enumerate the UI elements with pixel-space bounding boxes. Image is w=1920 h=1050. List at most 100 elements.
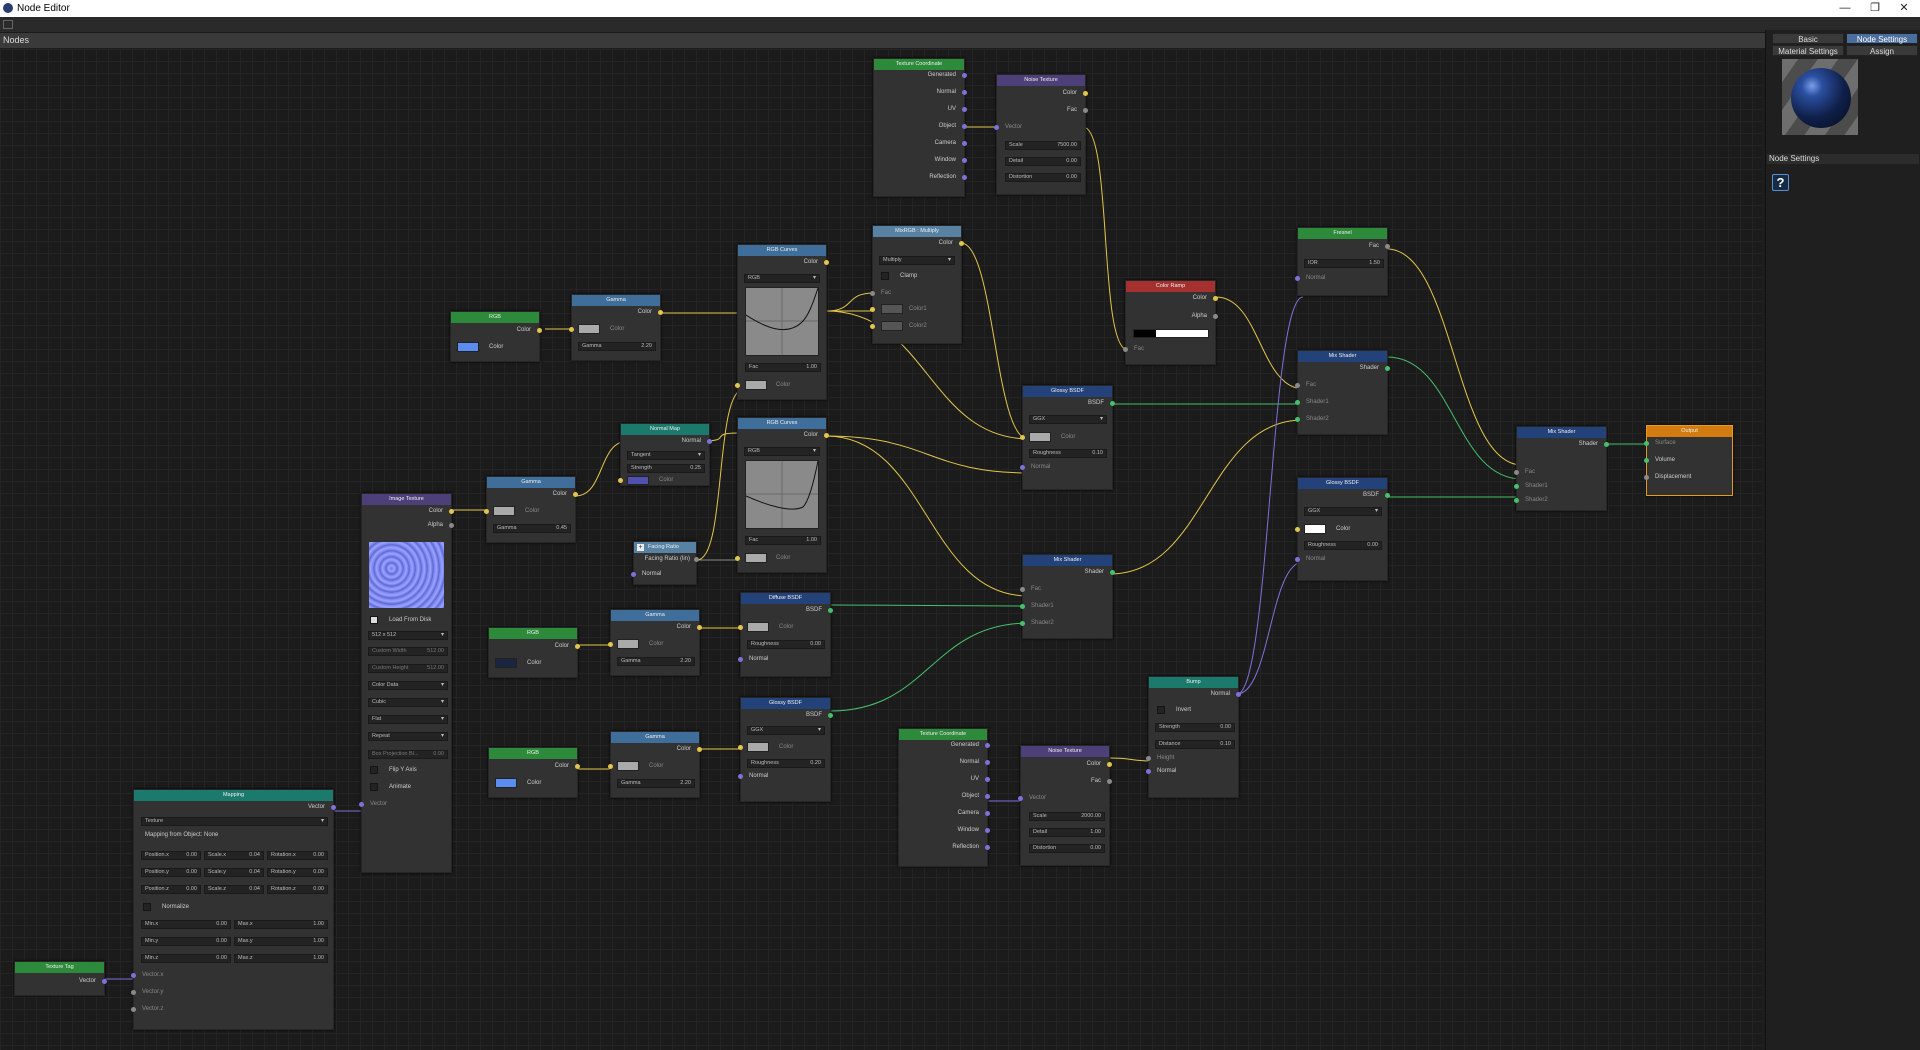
output-socket[interactable]	[962, 158, 967, 163]
input-socket[interactable]	[1514, 470, 1519, 475]
output-socket[interactable]	[985, 828, 990, 833]
output-socket[interactable]	[1236, 692, 1241, 697]
color-swatch[interactable]	[627, 476, 649, 485]
output-socket[interactable]	[1385, 366, 1390, 371]
output-socket[interactable]	[828, 713, 833, 718]
input-socket[interactable]	[359, 802, 364, 807]
output-socket[interactable]	[962, 124, 967, 129]
input-socket[interactable]	[608, 642, 613, 647]
input-socket[interactable]	[994, 125, 999, 130]
close-button[interactable]: ✕	[1899, 2, 1909, 14]
output-socket[interactable]	[697, 625, 702, 630]
input-socket[interactable]	[1146, 769, 1151, 774]
color-swatch[interactable]	[493, 506, 515, 516]
node-texture-coordinate[interactable]: Texture Coordinate Generated Normal UV O…	[873, 58, 967, 197]
projection-dropdown[interactable]: Flat	[368, 715, 448, 724]
input-socket[interactable]	[870, 324, 875, 329]
output-socket[interactable]	[575, 644, 580, 649]
output-socket[interactable]	[828, 608, 833, 613]
output-socket[interactable]	[1083, 108, 1088, 113]
input-socket[interactable]	[1295, 383, 1300, 388]
color-swatch[interactable]	[747, 622, 769, 632]
output-socket[interactable]	[1110, 401, 1115, 406]
color-swatch[interactable]	[617, 639, 639, 649]
input-socket[interactable]	[738, 657, 743, 662]
input-socket[interactable]	[1146, 756, 1151, 761]
output-socket[interactable]	[694, 557, 699, 562]
space-dropdown[interactable]: Tangent	[627, 451, 705, 460]
color-swatch[interactable]	[617, 761, 639, 771]
node-mixrgb-multiply[interactable]: MixRGB : Multiply Color Multiply Clamp F…	[870, 225, 964, 344]
input-socket[interactable]	[1644, 475, 1649, 480]
color-ramp-bar[interactable]	[1133, 329, 1209, 338]
output-socket[interactable]	[331, 805, 336, 810]
input-socket[interactable]	[735, 556, 740, 561]
node-rgb[interactable]: RGB Color Color	[450, 311, 542, 362]
input-socket[interactable]	[1020, 587, 1025, 592]
input-socket[interactable]	[618, 478, 623, 483]
tab-material-settings[interactable]: Material Settings	[1772, 45, 1844, 56]
output-socket[interactable]	[962, 90, 967, 95]
color-swatch[interactable]	[578, 324, 600, 334]
maximize-button[interactable]: ❐	[1870, 2, 1880, 14]
output-socket[interactable]	[537, 328, 542, 333]
input-socket[interactable]	[1514, 484, 1519, 489]
input-socket[interactable]	[1020, 435, 1025, 440]
output-socket[interactable]	[697, 747, 702, 752]
output-socket[interactable]	[1385, 493, 1390, 498]
output-socket[interactable]	[962, 175, 967, 180]
extension-dropdown[interactable]: Repeat	[368, 732, 448, 741]
input-socket[interactable]	[131, 973, 136, 978]
output-socket[interactable]	[449, 509, 454, 514]
color-swatch[interactable]	[745, 380, 767, 390]
collapse-icon[interactable]: +	[637, 544, 644, 551]
interpolation-dropdown[interactable]: Cubic	[368, 698, 448, 707]
node-mix-shader[interactable]: Mix Shader Shader Fac Shader1 Shader2	[1020, 554, 1115, 639]
input-socket[interactable]	[1644, 458, 1649, 463]
color-swatch[interactable]	[457, 342, 479, 352]
node-glossy-bsdf[interactable]: Glossy BSDF BSDF GGX Color Roughness0.10…	[1020, 385, 1115, 490]
output-socket[interactable]	[1107, 779, 1112, 784]
output-socket[interactable]	[985, 760, 990, 765]
normalize-checkbox[interactable]	[143, 903, 151, 911]
output-socket[interactable]	[985, 811, 990, 816]
output-socket[interactable]	[985, 743, 990, 748]
output-socket[interactable]	[1083, 91, 1088, 96]
node-rgb[interactable]: RGB Color Color	[488, 747, 580, 798]
output-socket[interactable]	[575, 764, 580, 769]
node-color-ramp[interactable]: Color Ramp Color Alpha Fac	[1123, 280, 1218, 365]
input-socket[interactable]	[1123, 347, 1128, 352]
input-socket[interactable]	[131, 1007, 136, 1012]
output-socket[interactable]	[102, 979, 107, 984]
input-socket[interactable]	[870, 291, 875, 296]
output-socket[interactable]	[1213, 314, 1218, 319]
node-facing-ratio[interactable]: Facing Ratio + Facing Ratio (lin) Normal	[631, 541, 699, 585]
input-socket[interactable]	[1295, 527, 1300, 532]
distribution-dropdown[interactable]: GGX	[1029, 415, 1107, 424]
tab-node-settings[interactable]: Node Settings	[1846, 33, 1918, 44]
